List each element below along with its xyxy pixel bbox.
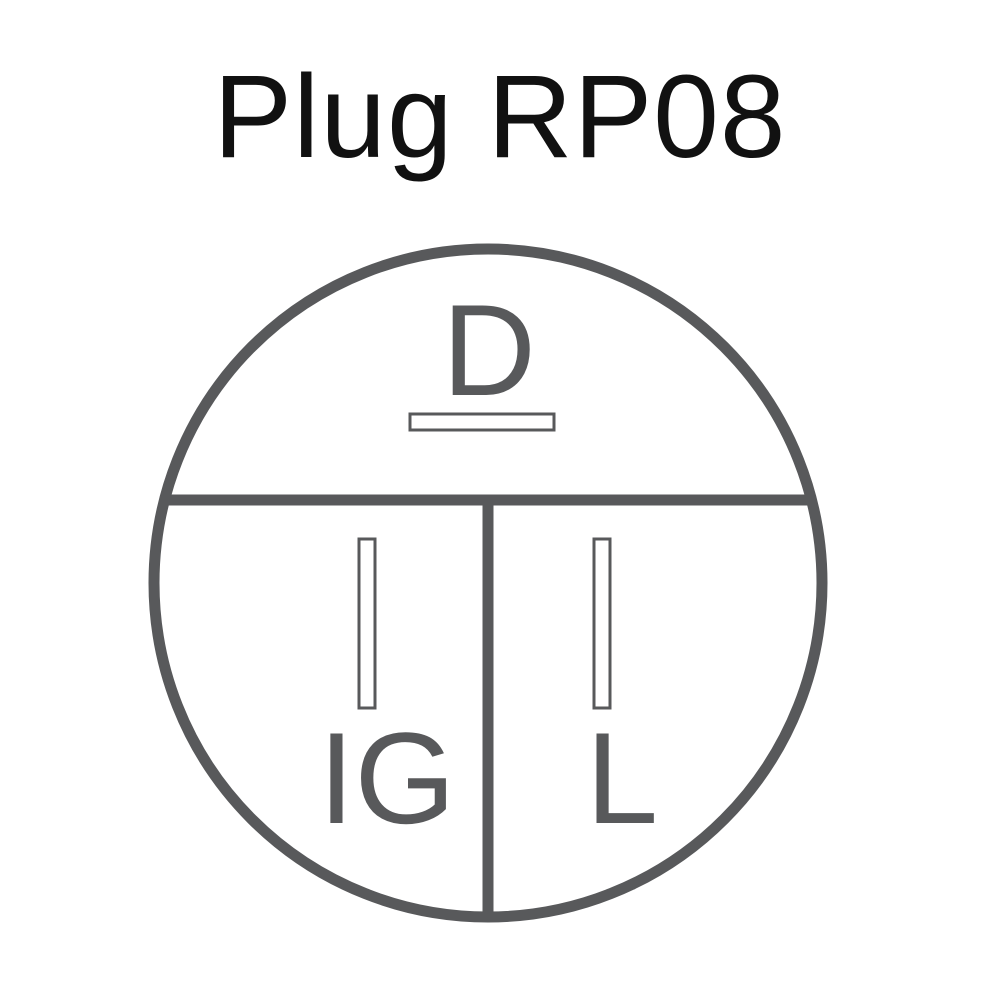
terminal-pin-l — [592, 537, 612, 710]
diagram-title: Plug RP08 — [213, 51, 787, 183]
terminal-pin-d — [408, 412, 556, 432]
terminal-label-d: D — [442, 277, 536, 423]
terminal-pin-ig — [357, 537, 377, 710]
terminal-label-l: L — [586, 705, 658, 851]
terminal-label-ig: IG — [318, 705, 455, 851]
